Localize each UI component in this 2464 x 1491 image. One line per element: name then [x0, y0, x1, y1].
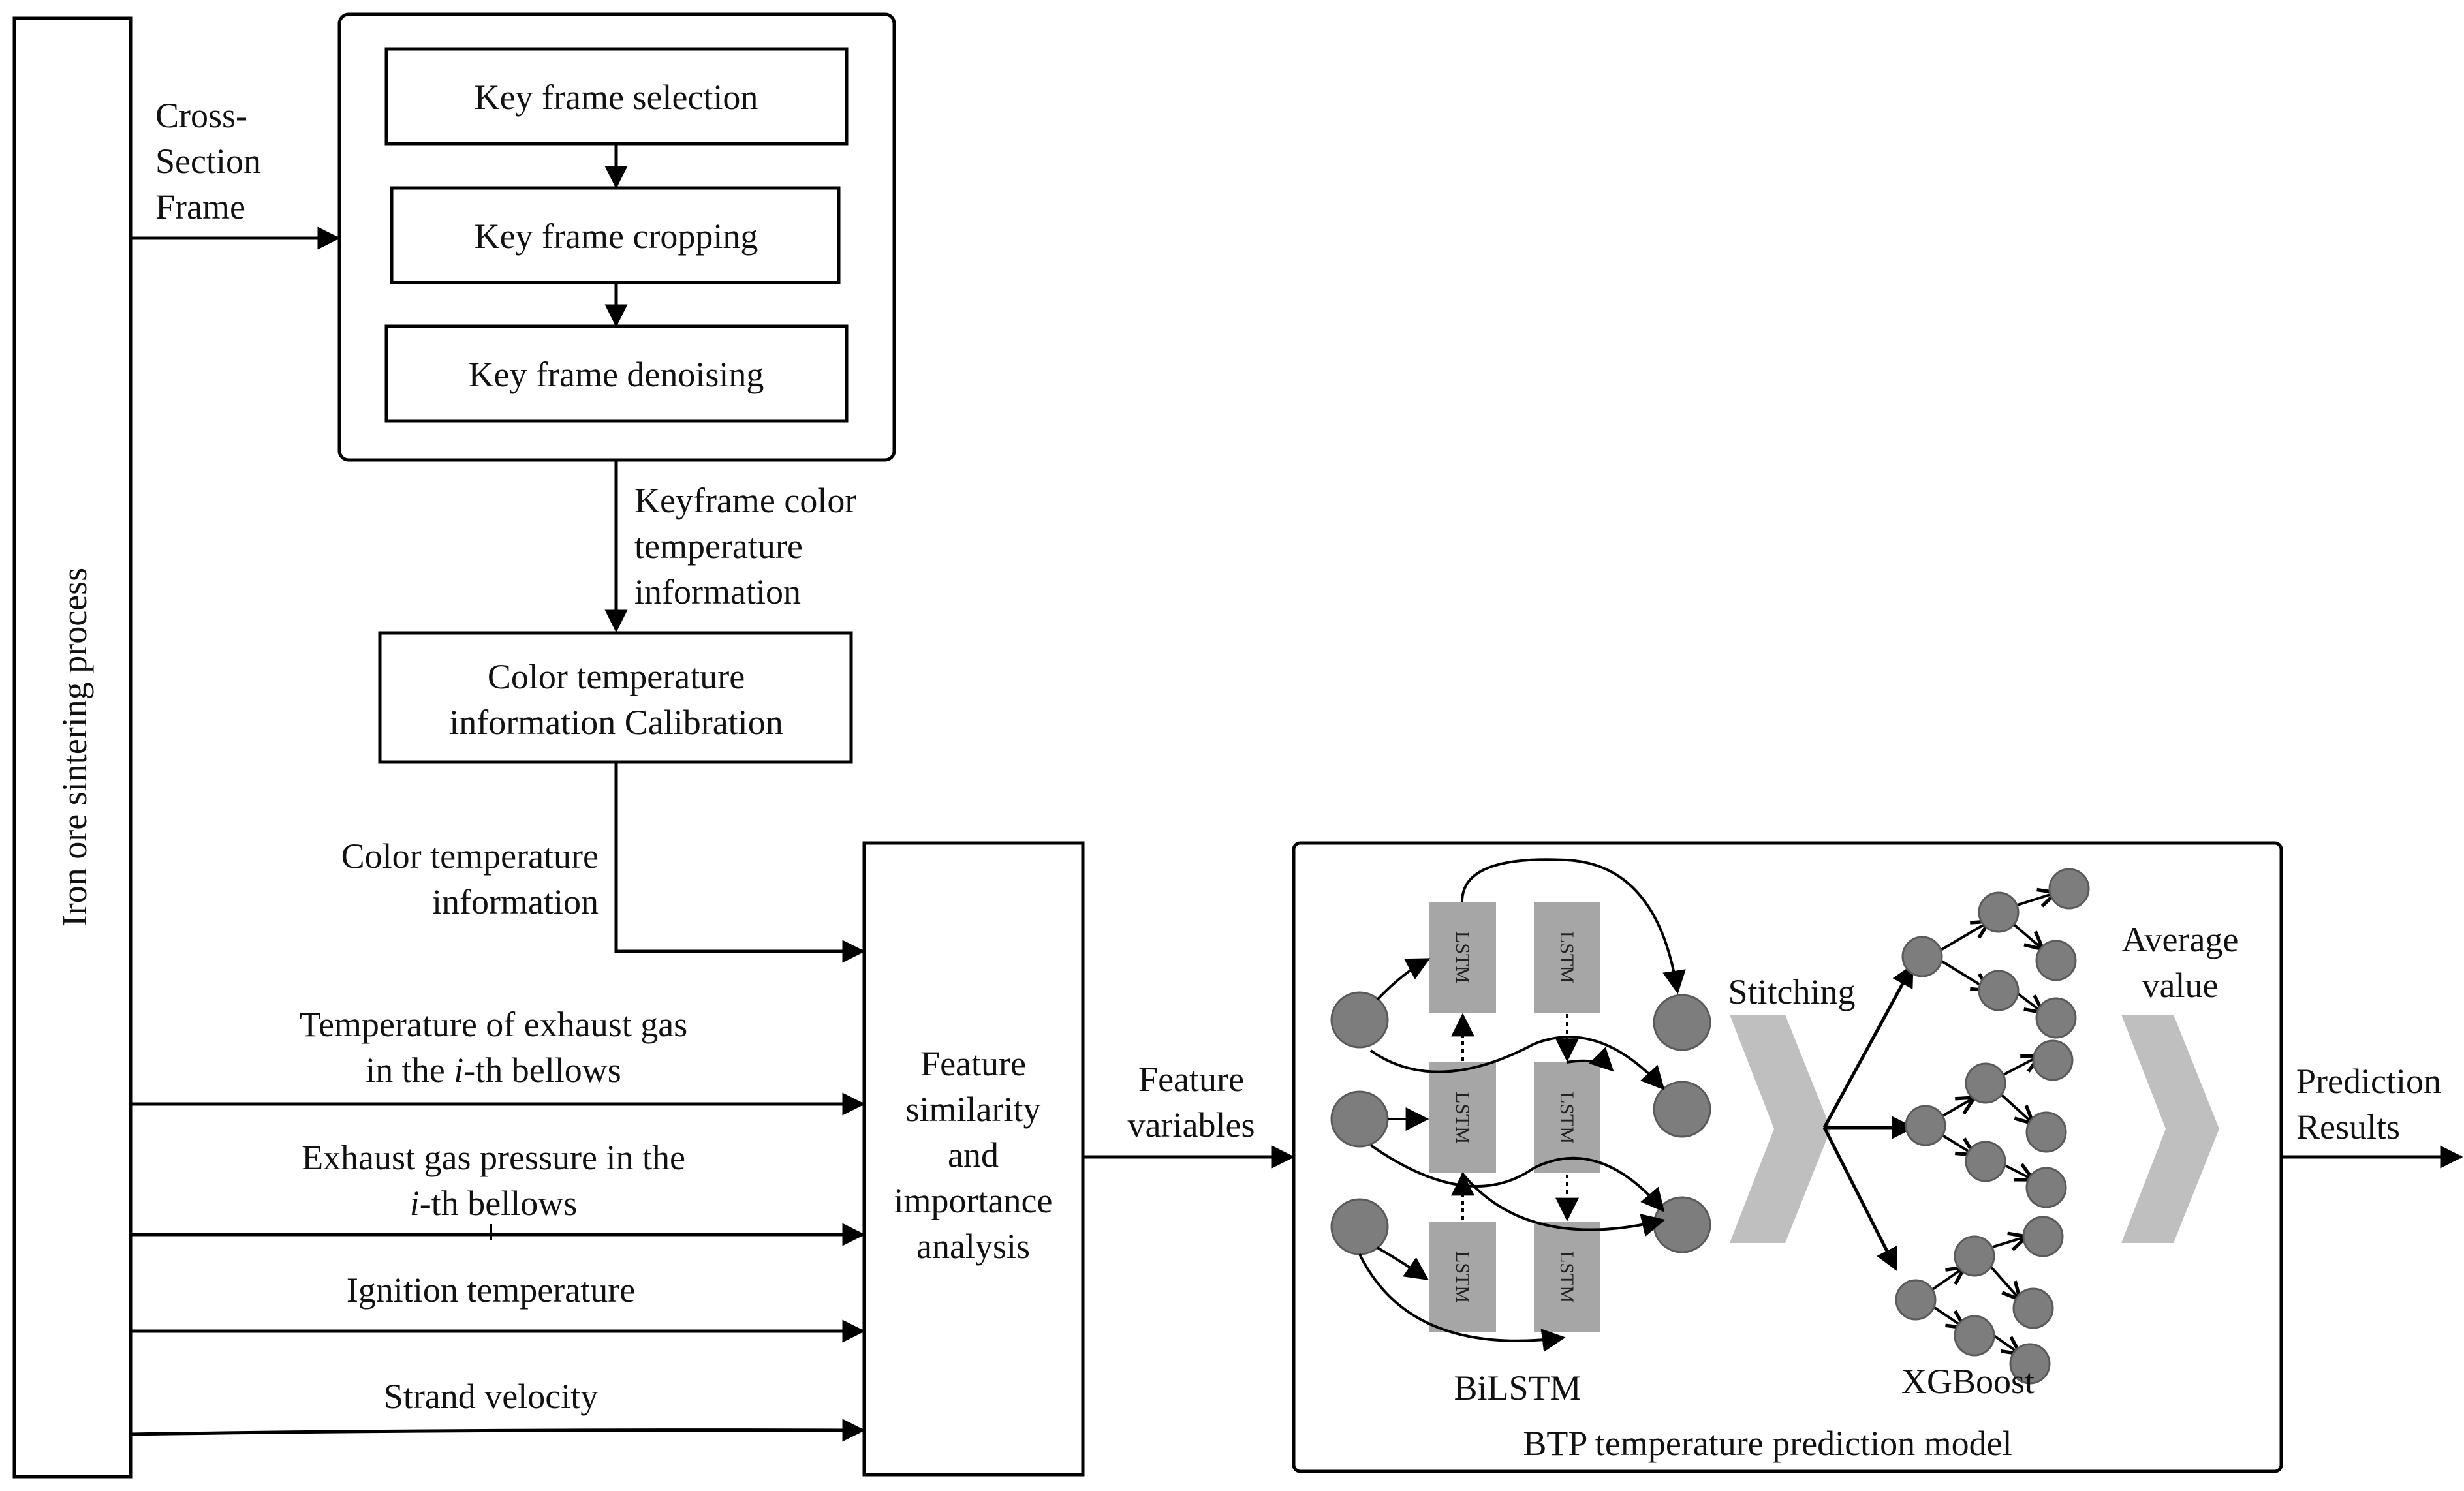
key-frame-selection-label: Key frame selection [475, 78, 758, 117]
lstm-cell-f2: LSTM [1429, 1062, 1496, 1173]
xgboost-tree-3 [1895, 1216, 2064, 1385]
cross-section-label-2: Section [155, 142, 261, 181]
exhaust-pressure-label-1: Exhaust gas pressure in the [302, 1138, 685, 1177]
lstm-cell-b3: LSTM [1534, 1222, 1600, 1332]
lstm-cell-f1: LSTM [1429, 902, 1496, 1013]
exhaust-pressure-label-2: i-th bellows [410, 1184, 578, 1223]
keyframe-output-label-1: Keyframe color [634, 481, 856, 520]
output-node-3 [1653, 1196, 1711, 1253]
key-frame-cropping-label: Key frame cropping [475, 217, 758, 256]
svg-text:LSTM: LSTM [1556, 931, 1578, 983]
analysis-label-3: and [948, 1135, 999, 1175]
bilstm-label: BiLSTM [1454, 1368, 1581, 1407]
input-node-1 [1330, 991, 1389, 1049]
keyframe-output-label-2: temperature [634, 527, 803, 566]
analysis-label-2: similarity [906, 1090, 1041, 1129]
calibration-label-1: Color temperature [488, 657, 745, 696]
stitching-chevron [1730, 1015, 1831, 1243]
svg-text:LSTM: LSTM [1452, 931, 1473, 983]
cross-section-label-1: Cross- [155, 96, 247, 135]
prediction-label-2: Results [2296, 1107, 2400, 1146]
calibration-label-2: information Calibration [449, 703, 783, 742]
color-temp-arrow [614, 762, 866, 963]
svg-text:LSTM: LSTM [1452, 1092, 1473, 1144]
key-frame-cropping-box [390, 186, 841, 284]
bilstm-connections [1358, 858, 1686, 1352]
btp-model-title: BTP temperature prediction model [1523, 1424, 2012, 1463]
lstm-cell-f3: LSTM [1429, 1222, 1496, 1332]
xgboost-tree-2 [1905, 1039, 2074, 1208]
color-temp-label-2: information [432, 882, 599, 921]
key-frame-denoising-box [384, 324, 849, 423]
input-node-3 [1330, 1198, 1389, 1255]
xgboost-tree-1 [1901, 868, 2090, 1039]
prediction-label-1: Prediction [2296, 1062, 2441, 1101]
ignition-label: Ignition temperature [347, 1270, 635, 1310]
svg-text:LSTM: LSTM [1556, 1251, 1578, 1303]
sintering-process-label: Iron ore sintering process [55, 568, 94, 927]
xgboost-label: XGBoost [1901, 1362, 2035, 1401]
average-label-1: Average [2122, 920, 2239, 959]
strand-velocity-label: Strand velocity [384, 1377, 598, 1416]
color-temp-label-1: Color temperature [341, 837, 599, 876]
key-frame-denoising-label: Key frame denoising [469, 355, 764, 394]
exhaust-temp-label-2: in the i-th bellows [366, 1051, 621, 1090]
output-node-1 [1653, 994, 1711, 1051]
output-node-2 [1653, 1081, 1711, 1138]
feature-variables-label-1: Feature [1138, 1060, 1244, 1099]
average-chevron [2121, 1015, 2219, 1243]
sintering-process-bar [12, 16, 133, 1479]
svg-text:LSTM: LSTM [1452, 1251, 1473, 1303]
analysis-label-5: analysis [916, 1227, 1030, 1266]
stitching-label: Stitching [1728, 972, 1855, 1011]
xgboost-branch-arrows [1822, 963, 1915, 1272]
calibration-box [378, 631, 853, 764]
lstm-cell-b1: LSTM [1534, 902, 1600, 1013]
input-node-2 [1330, 1090, 1389, 1148]
analysis-label-1: Feature [920, 1044, 1026, 1083]
lstm-cell-b2: LSTM [1534, 1062, 1600, 1173]
svg-text:LSTM: LSTM [1556, 1092, 1578, 1144]
analysis-label-4: importance [894, 1181, 1053, 1220]
feature-variables-label-2: variables [1128, 1105, 1255, 1145]
average-label-2: value [2142, 966, 2219, 1005]
feature-analysis-box [862, 841, 1085, 1477]
keyframe-output-label-3: information [634, 572, 801, 611]
exhaust-temp-label-1: Temperature of exhaust gas [300, 1005, 687, 1044]
strand-velocity-arrow [130, 1419, 866, 1442]
cross-section-label-3: Frame [155, 187, 245, 226]
